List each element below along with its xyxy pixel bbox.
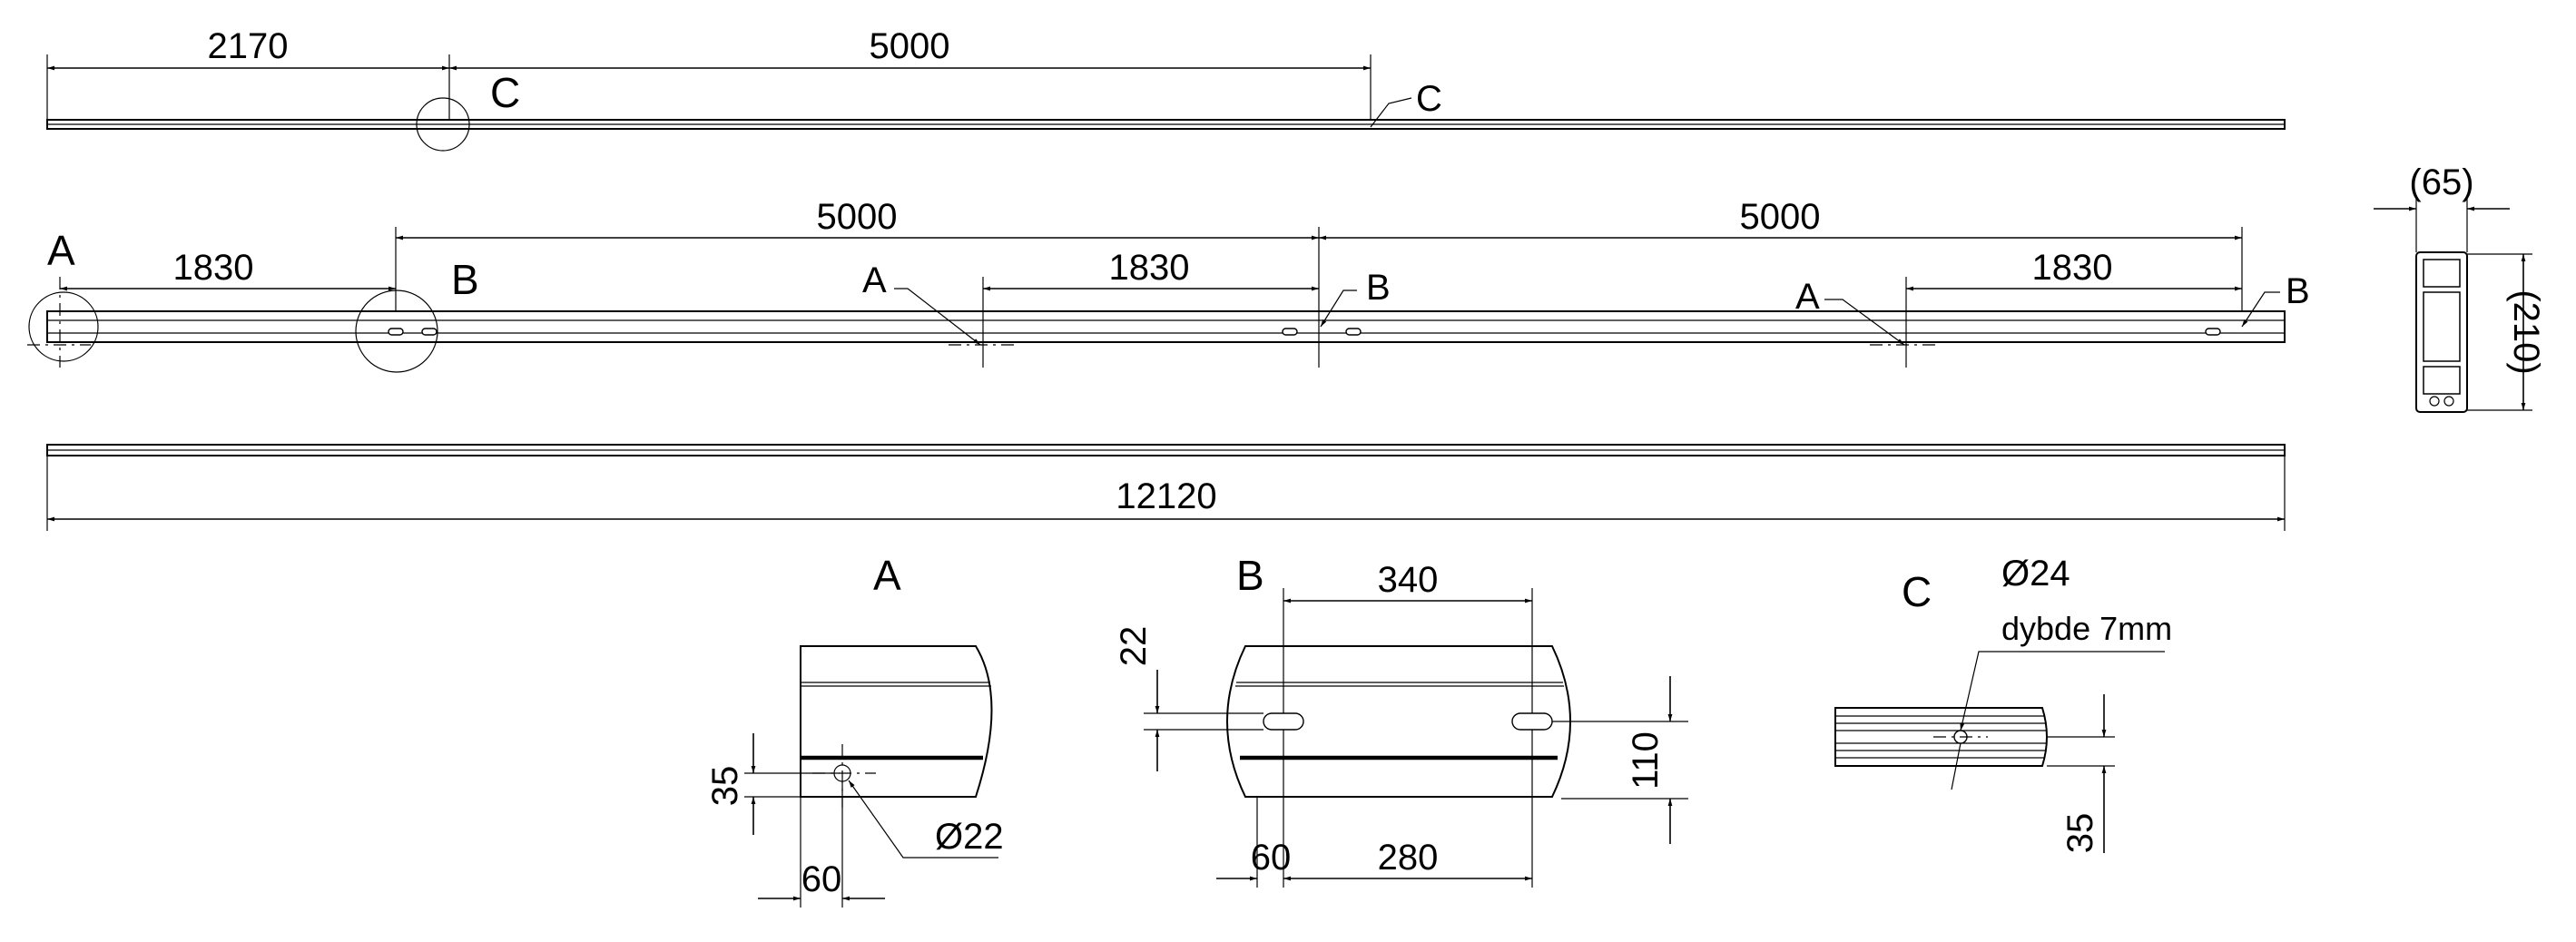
detail-a-dim-35: 35 bbox=[705, 766, 745, 807]
detail-a-dim-hole: Ø22 bbox=[935, 817, 1004, 857]
dim-5000-mid-1: 5000 bbox=[817, 197, 898, 237]
detail-circle-b bbox=[355, 289, 438, 373]
detail-b-dim-22: 22 bbox=[1114, 626, 1154, 667]
callout-c: C bbox=[1416, 79, 1442, 119]
detail-label-a: A bbox=[47, 227, 75, 274]
callout-a-1: A bbox=[862, 260, 887, 300]
section-view: (65) (210) bbox=[2374, 162, 2546, 413]
detail-circle-c bbox=[416, 97, 470, 152]
detail-b-dim-280: 280 bbox=[1378, 838, 1439, 878]
detail-b-dim-110: 110 bbox=[1626, 731, 1666, 790]
top-beam-view: 2170 5000 C C bbox=[46, 26, 2286, 152]
detail-c-title: C bbox=[1902, 568, 1932, 615]
detail-a-view: A 35 60 Ø22 bbox=[705, 552, 1004, 908]
dim-section-width: (65) bbox=[2409, 162, 2473, 202]
detail-c-note-depth: dybde 7mm bbox=[2001, 610, 2172, 647]
dim-section-height: (210) bbox=[2506, 289, 2546, 374]
detail-b-dim-60: 60 bbox=[1251, 838, 1292, 878]
dim-5000-mid-2: 5000 bbox=[1740, 197, 1821, 237]
dim-12120: 12120 bbox=[1116, 476, 1216, 516]
dim-1830-a: 1830 bbox=[173, 248, 254, 288]
dim-2170: 2170 bbox=[208, 26, 289, 66]
detail-a-dim-60: 60 bbox=[801, 859, 842, 899]
callout-b-2: B bbox=[2286, 271, 2310, 311]
dim-1830-c: 1830 bbox=[2032, 248, 2113, 288]
detail-c-view: C Ø24 dybde 7mm 35 bbox=[1834, 554, 2172, 854]
detail-label-c: C bbox=[490, 69, 520, 116]
dim-1830-b: 1830 bbox=[1109, 248, 1190, 288]
detail-b-dim-340: 340 bbox=[1378, 560, 1439, 600]
middle-beam bbox=[46, 310, 2286, 343]
detail-c-dim-hole: Ø24 bbox=[2001, 554, 2070, 594]
detail-circle-a bbox=[28, 291, 99, 362]
detail-c-dim-35: 35 bbox=[2060, 813, 2100, 854]
detail-label-b: B bbox=[451, 256, 479, 303]
detail-b-view: B 340 22 110 60 280 bbox=[1114, 552, 1688, 888]
detail-b-title: B bbox=[1236, 552, 1264, 599]
middle-beam-view: A B 1830 5000 5000 1830 1830 A B A B bbox=[27, 197, 2310, 373]
bottom-beam-view: 12120 bbox=[46, 444, 2286, 531]
callout-a-2: A bbox=[1795, 277, 1820, 317]
detail-a-title: A bbox=[873, 552, 901, 599]
dim-5000-top: 5000 bbox=[870, 26, 950, 66]
callout-leader-c bbox=[1370, 97, 1412, 128]
callout-b-1: B bbox=[1366, 268, 1391, 308]
